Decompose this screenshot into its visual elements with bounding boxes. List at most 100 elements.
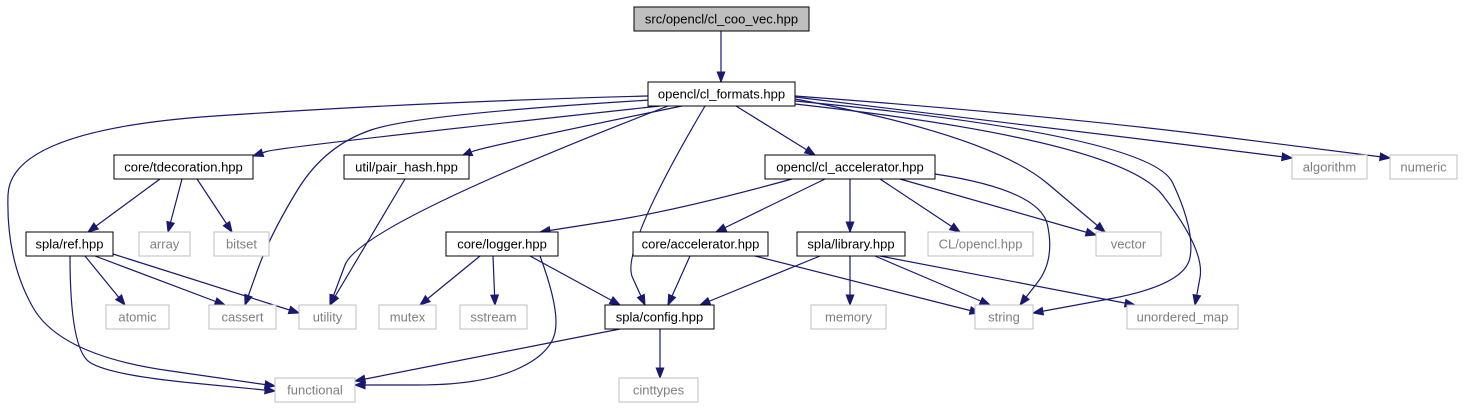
edge-arrowhead xyxy=(329,293,340,307)
edge-line xyxy=(794,98,1106,233)
edge-ref-to-cassert xyxy=(94,255,227,306)
node-formats[interactable]: opencl/cl_formats.hpp xyxy=(647,81,796,107)
edge-accelerator-to-logger xyxy=(538,178,793,235)
edge-arrowhead xyxy=(418,294,431,306)
node-library[interactable]: spla/library.hpp xyxy=(796,231,906,257)
edge-formats-to-accelerator xyxy=(735,105,817,156)
edge-pair_hash-to-utility xyxy=(329,178,406,307)
node-box[interactable] xyxy=(604,304,715,330)
edge-tdecoration-to-ref xyxy=(86,178,161,233)
node-box[interactable] xyxy=(633,6,810,32)
node-unordered-map: unordered_map xyxy=(1126,304,1239,330)
node-label: utility xyxy=(313,310,343,325)
node-coreacc[interactable]: core/accelerator.hpp xyxy=(632,231,769,257)
node-box[interactable] xyxy=(445,231,559,257)
edge-line xyxy=(794,103,1202,306)
node-utility: utility xyxy=(298,304,357,330)
node-label: cinttypes xyxy=(633,383,685,398)
node-box xyxy=(1389,154,1458,180)
edge-tdecoration-to-bitset xyxy=(196,178,233,234)
edge-arrowhead xyxy=(1281,152,1294,162)
node-cassert: cassert xyxy=(208,304,277,330)
node-clopencl: CL/opencl.hpp xyxy=(927,231,1034,257)
node-logger[interactable]: core/logger.hpp xyxy=(445,231,559,257)
edge-logger-to-config xyxy=(529,255,622,306)
edge-arrowhead xyxy=(845,294,855,307)
edge-config-to-functional xyxy=(353,328,621,384)
edge-arrowhead xyxy=(86,222,100,233)
edge-arrowhead xyxy=(948,222,962,233)
edge-arrowhead xyxy=(264,385,277,395)
edge-line xyxy=(7,95,649,387)
node-label: vector xyxy=(1111,237,1147,252)
edge-arrowhead xyxy=(978,296,992,306)
edge-arrowhead xyxy=(1192,293,1202,307)
edge-line xyxy=(874,255,991,306)
edge-formats-to-utility xyxy=(329,105,669,307)
edge-line xyxy=(196,178,233,233)
edge-line xyxy=(354,328,621,382)
edges-layer xyxy=(7,31,1392,395)
node-tdecoration[interactable]: core/tdecoration.hpp xyxy=(113,154,254,180)
node-root[interactable]: src/opencl/cl_coo_vec.hpp xyxy=(633,6,810,32)
edge-library-to-string xyxy=(874,255,992,306)
nodes-layer: src/opencl/cl_coo_vec.hpp opencl/cl_forma… xyxy=(25,6,1458,403)
edge-arrowhead xyxy=(1019,293,1031,307)
node-box[interactable] xyxy=(796,231,906,257)
edge-line xyxy=(899,178,1097,236)
edge-arrowhead xyxy=(353,374,367,384)
node-ref[interactable]: spla/ref.hpp xyxy=(25,231,114,257)
edge-arrowhead xyxy=(716,71,726,84)
edge-line xyxy=(69,255,276,392)
node-accelerator[interactable]: opencl/cl_accelerator.hpp xyxy=(764,154,936,180)
edge-line xyxy=(539,178,793,233)
node-box[interactable] xyxy=(632,231,769,257)
node-functional: functional xyxy=(274,377,356,403)
node-label: opencl/cl_accelerator.hpp xyxy=(776,160,923,175)
edge-arrowhead xyxy=(667,293,677,307)
edge-line xyxy=(419,255,481,306)
edge-line xyxy=(754,255,981,314)
edge-formats-to-tdecoration xyxy=(251,105,661,157)
edge-coreacc-to-config xyxy=(667,255,691,307)
edge-config-to-cinttypes xyxy=(655,329,665,380)
node-label: core/logger.hpp xyxy=(457,237,547,252)
node-box xyxy=(1291,154,1368,180)
node-vector: vector xyxy=(1095,231,1162,257)
node-cinttypes: cinttypes xyxy=(618,377,699,403)
edge-line xyxy=(794,100,1192,314)
edge-formats-to-algorithm xyxy=(794,96,1294,162)
edge-ref-to-atomic xyxy=(84,255,126,307)
edge-arrowhead xyxy=(263,380,277,389)
edge-arrowhead xyxy=(251,148,265,157)
node-label: atomic xyxy=(118,310,157,325)
node-label: bitset xyxy=(226,237,257,252)
edge-arrowhead xyxy=(353,380,366,390)
node-pair-hash[interactable]: util/pair_hash.hpp xyxy=(343,154,470,180)
edge-line xyxy=(529,255,621,306)
node-box[interactable] xyxy=(113,154,254,180)
edge-arrowhead xyxy=(1379,152,1392,162)
edge-formats-to-vector xyxy=(794,98,1107,233)
node-label: core/accelerator.hpp xyxy=(642,237,760,252)
edge-root-to-formats xyxy=(716,31,726,84)
node-config[interactable]: spla/config.hpp xyxy=(604,304,715,330)
edge-arrowhead xyxy=(287,305,301,315)
node-box[interactable] xyxy=(764,154,936,180)
node-label: memory xyxy=(825,310,872,325)
edge-ref-to-utility xyxy=(112,253,301,315)
edge-accelerator-to-library xyxy=(845,179,855,234)
node-box[interactable] xyxy=(25,231,114,257)
node-label: CL/opencl.hpp xyxy=(939,237,1023,252)
node-label: mutex xyxy=(390,310,426,325)
edge-formats-to-cassert xyxy=(244,99,651,307)
node-box[interactable] xyxy=(343,154,470,180)
node-box xyxy=(810,304,887,330)
edge-library-to-unordered_map xyxy=(879,255,1137,308)
edge-library-to-config xyxy=(698,255,821,306)
edge-line xyxy=(461,105,683,157)
node-box[interactable] xyxy=(647,81,796,107)
edge-arrowhead xyxy=(636,293,646,307)
edge-accelerator-to-vector xyxy=(899,178,1098,237)
